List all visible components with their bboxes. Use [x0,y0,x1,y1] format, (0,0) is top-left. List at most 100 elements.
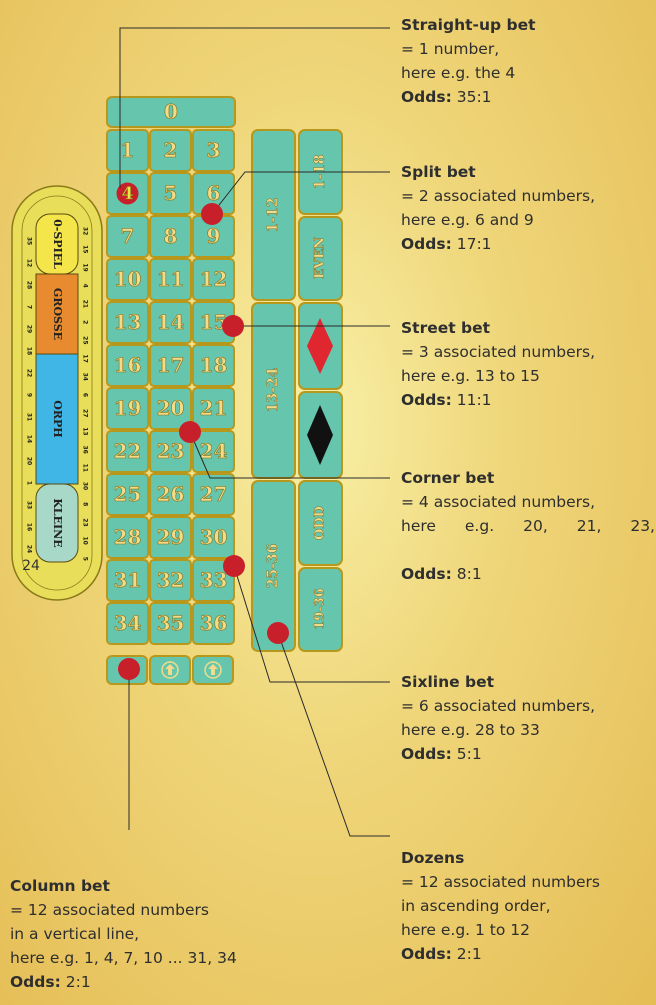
caption-line: here e.g. 13 to 15 [401,364,595,388]
number-label: 29 [157,525,185,549]
racetrack: 0-SPIEL GROSSE ORPH KLEINE 3512287291822… [12,186,102,600]
caption-odds: Odds: 35:1 [401,85,536,109]
number-label: 30 [200,525,228,549]
chip-corner[interactable] [179,421,201,443]
number-label: 11 [157,267,185,291]
racetrack-number[interactable]: 19 [82,263,89,271]
caption-sixline: Sixline bet = 6 associated numbers, here… [401,670,595,766]
caption-odds: Odds: 2:1 [10,970,237,994]
caption-column: Column bet = 12 associated numbers in a … [10,874,237,994]
caption-title: Straight-up bet [401,13,536,37]
racetrack-number[interactable]: 7 [26,305,33,309]
number-label: 27 [200,482,228,506]
caption-corner: Corner bet = 4 associated numbers, here … [401,466,655,586]
number-label: 13 [114,310,142,334]
number-label: 17 [157,353,185,377]
racetrack-number[interactable]: 15 [82,245,89,253]
caption-line: = 6 associated numbers, [401,694,595,718]
racetrack-number[interactable]: 21 [82,300,89,308]
number-label: 3 [207,138,221,162]
number-label: 5 [164,181,178,205]
number-label: 31 [114,568,142,592]
racetrack-number[interactable]: 35 [26,237,33,245]
racetrack-number[interactable]: 33 [26,501,33,509]
caption-odds: Odds: 8:1 [401,562,655,586]
number-label: 32 [157,568,185,592]
caption-line: in a vertical line, [10,922,237,946]
sector-label-orph: ORPH [51,400,64,437]
caption-odds: Odds: 17:1 [401,232,595,256]
number-label: 20 [157,396,185,420]
caption-line: = 4 associated numbers, [401,490,655,514]
number-label: 21 [200,396,228,420]
number-label: 10 [114,267,142,291]
caption-line: = 2 associated numbers, [401,184,595,208]
number-label: 14 [157,310,185,334]
dozens-column: 1-12 13-24 25-36 [252,130,295,651]
racetrack-number[interactable]: 25 [82,336,89,344]
number-label: 7 [121,224,135,248]
racetrack-number[interactable]: 29 [26,325,33,333]
racetrack-number[interactable]: 36 [82,445,89,453]
racetrack-number[interactable]: 18 [26,347,33,355]
racetrack-number[interactable]: 16 [26,523,33,531]
racetrack-number[interactable]: 13 [82,427,89,435]
chip-split[interactable] [201,203,223,225]
racetrack-number[interactable]: 20 [26,457,33,465]
number-label: 8 [164,224,178,248]
number-label: 23 [157,439,185,463]
racetrack-number[interactable]: 11 [82,464,89,472]
number-label: 25 [114,482,142,506]
outside-bets-column: 1-18 EVEN ODD 19-36 [299,130,342,651]
racetrack-number[interactable]: 22 [26,369,33,377]
caption-odds: Odds: 2:1 [401,942,600,966]
racetrack-number[interactable]: 14 [26,435,33,443]
number-label: 28 [114,525,142,549]
caption-title: Dozens [401,846,600,870]
caption-odds: Odds: 5:1 [401,742,595,766]
racetrack-number[interactable]: 30 [82,482,89,490]
chip-dozen[interactable] [267,622,289,644]
caption-title: Split bet [401,160,595,184]
number-label: 6 [207,181,221,205]
caption-line: = 1 number, [401,37,536,61]
caption-line: here e.g. 1, 4, 7, 10 ... 31, 34 [10,946,237,970]
racetrack-number[interactable]: 9 [26,393,33,397]
caption-line: = 3 associated numbers, [401,340,595,364]
racetrack-number[interactable]: 28 [26,281,33,289]
caption-line: = 12 associated numbers [401,870,600,894]
racetrack-number[interactable]: 5 [82,557,89,561]
caption-line: here e.g. 1 to 12 [401,918,600,942]
racetrack-bottom-label: 24 [22,558,40,574]
caption-line: here e.g. 28 to 33 [401,718,595,742]
chip-street[interactable] [222,315,244,337]
sector-label-kleine: KLEINE [51,498,64,547]
chip-column[interactable] [118,658,140,680]
racetrack-number[interactable]: 2 [82,320,89,324]
racetrack-number[interactable]: 34 [82,373,89,381]
racetrack-number[interactable]: 4 [82,284,89,288]
caption-line: here e.g. 6 and 9 [401,208,595,232]
number-label: 9 [207,224,221,248]
number-label: 19 [114,396,142,420]
racetrack-number[interactable]: 24 [26,545,33,553]
caption-title: Corner bet [401,466,655,490]
number-label: 12 [200,267,228,291]
racetrack-number[interactable]: 27 [82,409,89,417]
racetrack-number[interactable]: 1 [26,481,33,485]
racetrack-number[interactable]: 8 [82,502,89,506]
racetrack-number[interactable]: 31 [26,413,33,421]
number-label: 4 [122,184,134,204]
racetrack-number[interactable]: 6 [82,393,89,397]
chip-sixline[interactable] [223,555,245,577]
caption-dozens: Dozens = 12 associated numbers in ascend… [401,846,600,966]
number-label: 18 [200,353,228,377]
racetrack-number[interactable]: 12 [26,259,33,267]
dozen-3-label: 25-36 [265,544,281,589]
racetrack-number[interactable]: 32 [82,227,89,235]
racetrack-number[interactable]: 17 [82,354,89,362]
number-label: 26 [157,482,185,506]
racetrack-number[interactable]: 23 [82,518,89,526]
caption-title: Column bet [10,874,237,898]
racetrack-number[interactable]: 10 [82,537,89,545]
